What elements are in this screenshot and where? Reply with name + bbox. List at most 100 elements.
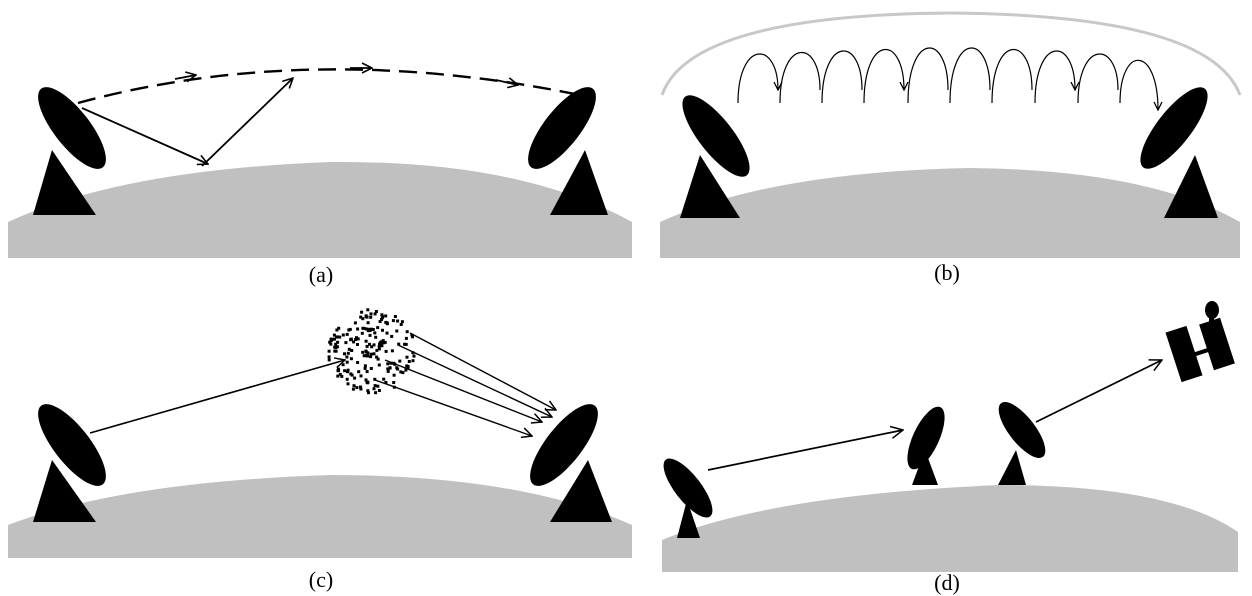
- scatter-particle: [370, 353, 373, 356]
- sky-wave-path: [78, 69, 580, 103]
- relay-antenna-icon: [900, 402, 952, 485]
- scatter-particle: [359, 386, 362, 389]
- scatter-particle: [357, 370, 360, 373]
- scatter-particle: [369, 316, 372, 319]
- scatter-particle: [337, 368, 340, 371]
- scatter-particle: [367, 391, 370, 394]
- scatter-particle: [355, 386, 358, 389]
- caption-d: (d): [917, 572, 977, 594]
- scatter-particle: [405, 337, 408, 340]
- scatter-volume: [328, 308, 416, 394]
- scatter-particle: [360, 311, 363, 314]
- scatter-particle: [347, 329, 350, 332]
- scatter-particle: [346, 361, 349, 364]
- scatter-particle: [366, 381, 369, 384]
- scatter-particle: [406, 330, 409, 333]
- scatter-particle: [363, 327, 366, 330]
- scatter-particle: [334, 343, 337, 346]
- uplink-to-satellite: [1036, 360, 1162, 422]
- scatter-particle: [346, 378, 349, 381]
- scatter-particle: [342, 363, 345, 366]
- scatter-particle: [370, 367, 373, 370]
- scatter-particle: [366, 370, 369, 373]
- scatter-particle: [378, 347, 381, 350]
- scatter-particle: [393, 374, 396, 377]
- panel-a: (a): [0, 0, 640, 290]
- scatter-particle: [361, 351, 364, 354]
- scatter-particle: [384, 314, 387, 317]
- scatter-particle: [343, 352, 346, 355]
- scatter-particle: [344, 341, 347, 344]
- scatter-particle: [336, 375, 339, 378]
- scatter-particle: [408, 360, 411, 363]
- scatter-particle: [374, 384, 377, 387]
- scatter-particle: [380, 313, 383, 316]
- caption-b: (b): [917, 262, 977, 284]
- ground: [8, 162, 632, 258]
- scatter-particle: [364, 367, 367, 370]
- scatter-particle: [367, 329, 370, 332]
- scatter-particle: [369, 334, 372, 337]
- scatter-particle: [395, 366, 398, 369]
- scatter-particle: [382, 378, 385, 381]
- scatter-particle: [350, 338, 353, 341]
- panel-c: (c): [0, 300, 640, 596]
- scatter-particle: [338, 336, 341, 339]
- scatter-particle: [401, 371, 404, 374]
- scatter-particle: [400, 323, 403, 326]
- scatter-particle: [335, 336, 338, 339]
- scatter-particle: [353, 377, 356, 380]
- scatter-particle: [403, 343, 406, 346]
- scatter-particle: [381, 329, 384, 332]
- scatter-particle: [373, 331, 376, 334]
- scatter-particle: [356, 361, 359, 364]
- scatter-particle: [365, 340, 368, 343]
- scatter-particle: [328, 341, 331, 344]
- scatter-particle: [367, 321, 370, 324]
- scatter-particle: [353, 384, 356, 387]
- scatter-particle: [350, 357, 353, 360]
- scatter-particle: [342, 334, 345, 337]
- scatter-particle: [376, 326, 379, 329]
- scatter-particle: [372, 328, 375, 331]
- scatter-particle: [333, 346, 336, 349]
- scatter-particle: [370, 312, 373, 315]
- scattered-ray-2: [398, 345, 552, 417]
- scatter-particle: [401, 320, 404, 323]
- scatter-particle: [333, 350, 336, 353]
- scatter-particle: [370, 345, 373, 348]
- scatter-particle: [347, 369, 350, 372]
- scatter-particle: [392, 381, 395, 384]
- scatter-particle: [373, 352, 376, 355]
- scatter-particle: [359, 316, 362, 319]
- scatter-particle: [374, 336, 377, 339]
- scatter-particle: [386, 362, 389, 365]
- scatter-particle: [328, 358, 331, 361]
- incident-ray: [90, 360, 345, 433]
- panel-d: (d): [650, 300, 1250, 596]
- panel-a-drawing: [0, 0, 640, 290]
- scatter-particle: [378, 364, 381, 367]
- hop-loop-2: [780, 52, 820, 103]
- caption-a: (a): [291, 264, 351, 286]
- scatter-particle: [347, 352, 350, 355]
- hop-loop-9: [1078, 54, 1118, 103]
- scatter-particle: [354, 321, 357, 324]
- ground: [662, 485, 1238, 572]
- ground: [8, 475, 632, 558]
- ground: [660, 168, 1240, 258]
- scatter-particle: [380, 318, 383, 321]
- hop-loop-3: [822, 51, 862, 103]
- scatter-particle: [380, 344, 383, 347]
- scatter-particle: [412, 359, 415, 362]
- panel-b-drawing: [650, 0, 1250, 290]
- scatter-particle: [365, 315, 368, 318]
- scatter-particle: [361, 332, 364, 335]
- hop-loop-6: [950, 48, 990, 103]
- scatter-particle: [365, 354, 368, 357]
- scatter-particle: [378, 389, 381, 392]
- scatter-particle: [413, 355, 416, 358]
- scatter-particle: [374, 391, 377, 394]
- scatter-particle: [382, 341, 385, 344]
- hop-loops: [738, 48, 1158, 110]
